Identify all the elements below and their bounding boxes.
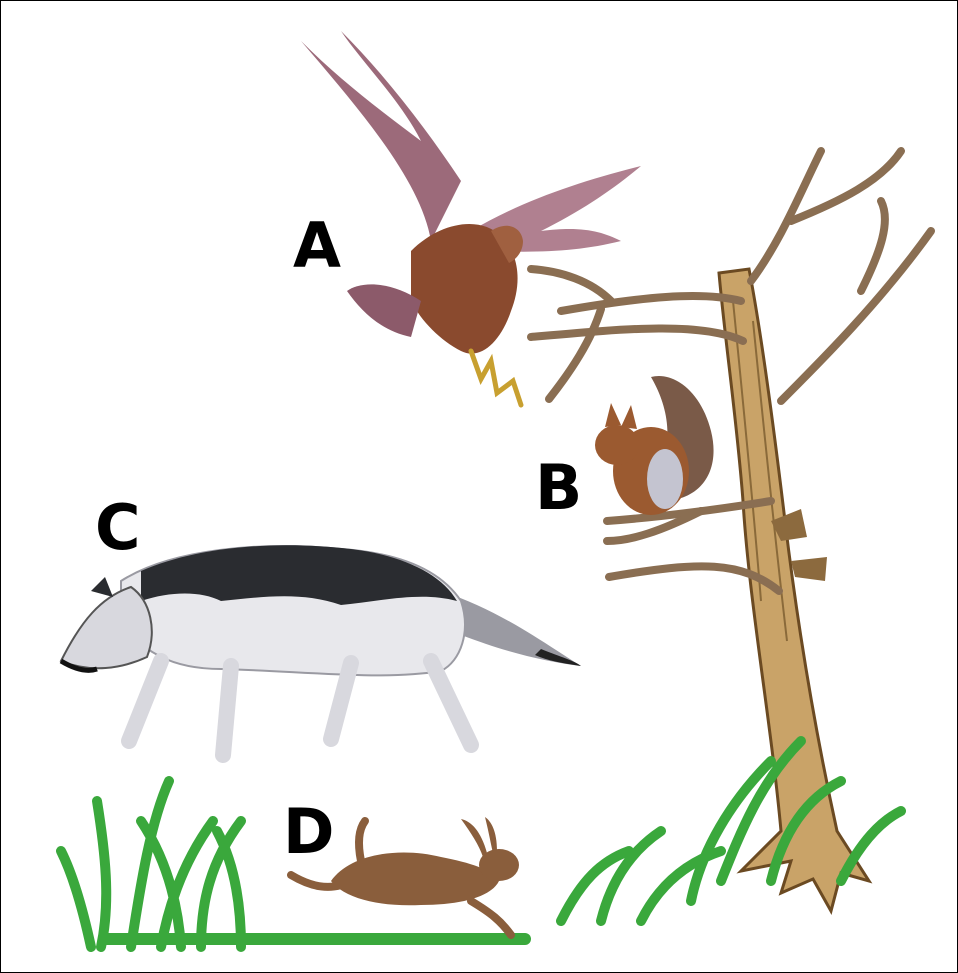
eagle-talons — [471, 351, 521, 405]
label-b: B — [535, 457, 582, 519]
squirrel-icon — [595, 376, 714, 515]
tree-trunk — [719, 269, 869, 911]
hare-body — [331, 852, 499, 905]
squirrel-head — [595, 425, 639, 465]
label-d: D — [283, 801, 334, 863]
eagle-tail — [347, 284, 421, 337]
label-c: C — [95, 497, 141, 559]
label-a: A — [293, 215, 341, 277]
wolf-icon — [61, 545, 581, 755]
wolf-head — [61, 587, 152, 668]
tree-icon — [531, 151, 931, 911]
eagle-icon — [301, 31, 641, 405]
